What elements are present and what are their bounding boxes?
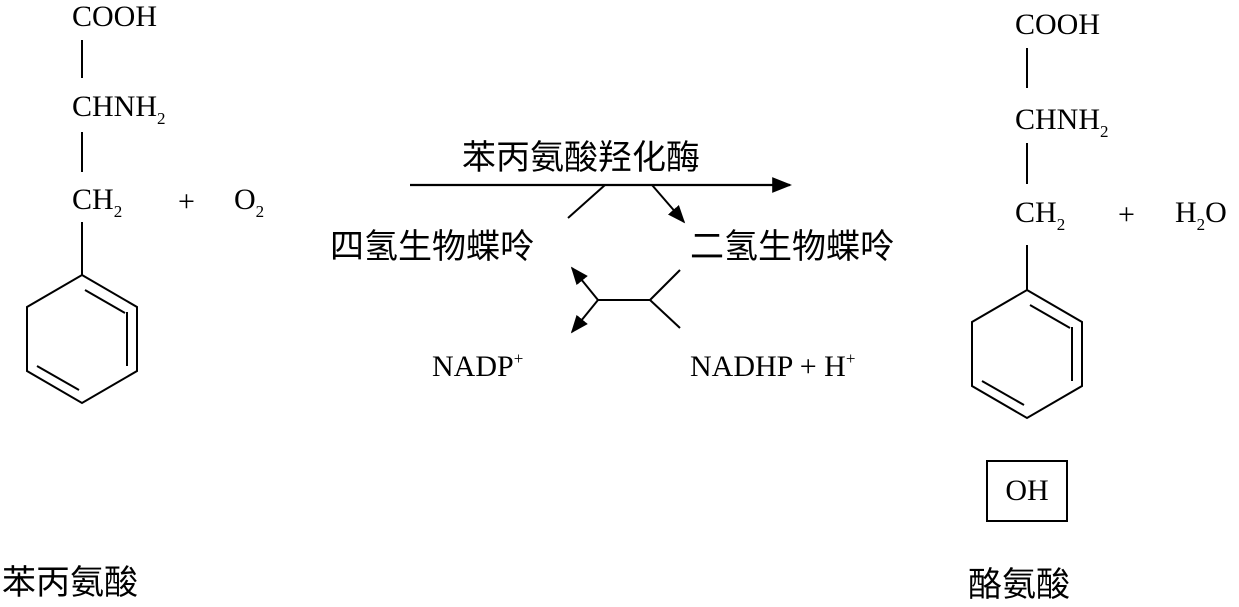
reactant-plus-sign: + — [178, 185, 195, 218]
reactant-oxygen: O2 — [234, 183, 265, 221]
nadp-label: NADP+ — [432, 349, 524, 383]
cofactor-dihydrobiopterin: 二氢生物蝶呤 — [690, 227, 894, 267]
regen-dihydro-line — [649, 269, 681, 301]
product-ch2: CH2 — [1015, 196, 1066, 234]
reactant-ch2: CH2 — [72, 183, 123, 221]
enzyme-label: 苯丙氨酸羟化酶 — [462, 138, 700, 178]
cofactor-in-line — [567, 184, 606, 219]
product-cooh: COOH — [1015, 8, 1101, 41]
regen-to-tetrahydro-arrow — [570, 266, 599, 301]
product-hydroxyl-box: OH — [986, 460, 1068, 522]
product-hydroxyl: OH — [1005, 474, 1049, 507]
cofactor-out-arrow — [651, 184, 686, 224]
reactant-name: 苯丙氨酸 — [2, 563, 138, 603]
regen-to-nadp-arrow — [570, 299, 599, 334]
reactant-cooh: COOH — [72, 0, 158, 33]
cofactor-tetrahydrobiopterin: 四氢生物蝶呤 — [330, 227, 534, 267]
nadph-label: NADHP + H+ — [690, 349, 856, 383]
benzene-ring-reactant — [26, 273, 138, 405]
product-plus-sign: + — [1118, 198, 1135, 231]
product-name: 酪氨酸 — [968, 565, 1070, 605]
reactant-chnh2: CHNH2 — [72, 90, 166, 128]
benzene-ring-product — [971, 288, 1083, 420]
regen-nadph-line — [649, 299, 681, 329]
product-chnh2: CHNH2 — [1015, 103, 1109, 141]
product-water: H2O — [1175, 196, 1227, 234]
